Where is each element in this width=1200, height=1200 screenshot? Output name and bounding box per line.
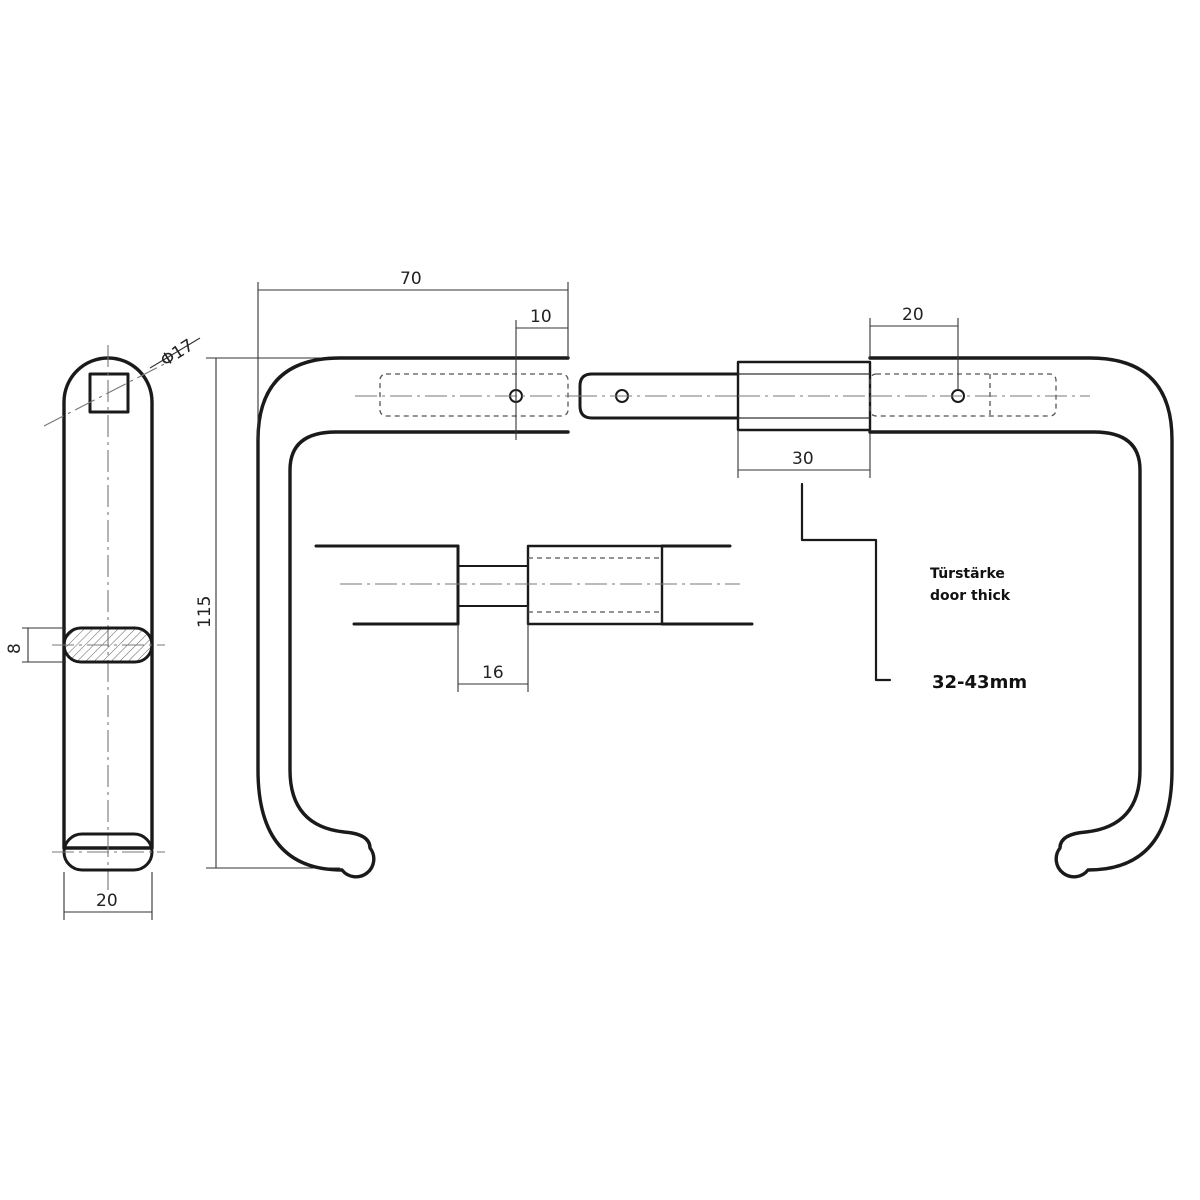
door-thickness-label-en: door thick [930,588,1011,604]
width-label: 20 [96,891,118,911]
square-spindle-hole [88,372,130,414]
detail-threaded-sleeve [526,544,664,626]
spindle-detail: 16 [314,544,754,692]
sleeve: 30 [736,360,872,478]
length-label: 70 [400,269,422,289]
diameter-label: Φ17 [157,336,197,372]
door-thickness-range: 32-43mm [932,672,1027,693]
diameter-leader [149,337,201,369]
right-lever-outline [868,356,1174,879]
door-thickness-note: Türstärke door thick 32-43mm [800,482,1027,693]
left-spindle-pocket [379,373,569,417]
side-diagonal-centerline [43,359,173,427]
right-spindle-pocket [869,373,1057,417]
sleeve-label: 30 [792,449,814,469]
thickness-label: 8 [5,643,25,654]
side-view: Φ17 8 20 [5,336,201,920]
spindle [575,372,740,420]
offset10-label: 10 [530,307,552,327]
right-lever-handle: 20 [868,305,1174,879]
door-thickness-leader [800,482,892,682]
left-lever-handle: 70 10 [256,269,578,879]
left-lever-outline [256,356,570,879]
door-thickness-label-de: Türstärke [930,566,1005,582]
side-view-outline [62,356,154,850]
height-label: 115 [195,596,215,628]
detail-label: 16 [482,663,504,683]
offset20-label: 20 [902,305,924,325]
